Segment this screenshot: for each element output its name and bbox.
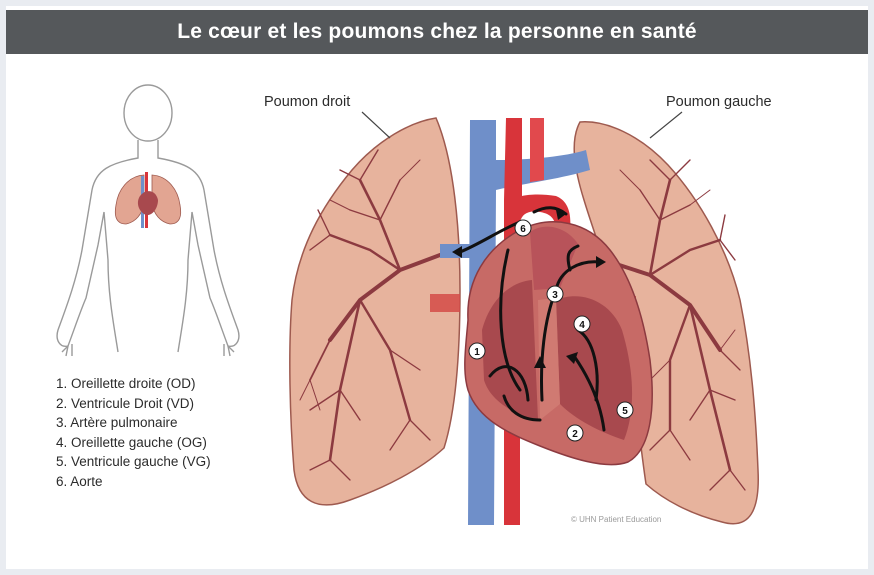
left-lung-label: Poumon gauche xyxy=(666,94,772,110)
marker-1: 1 xyxy=(469,343,485,359)
legend-item: 1. Oreillette droite (OD) xyxy=(56,374,211,394)
right-lung-label: Poumon droit xyxy=(264,94,350,110)
legend-item: 5. Ventricule gauche (VG) xyxy=(56,452,211,472)
marker-5-label: 5 xyxy=(622,406,628,417)
body-small-lungs xyxy=(115,172,180,228)
credit-text: © UHN Patient Education xyxy=(571,515,661,524)
marker-2-label: 2 xyxy=(572,429,578,440)
marker-4: 4 xyxy=(574,316,590,332)
marker-3-label: 3 xyxy=(552,290,558,301)
legend-item: 3. Artère pulmonaire xyxy=(56,413,211,433)
legend-list: 1. Oreillette droite (OD) 2. Ventricule … xyxy=(56,374,211,491)
legend-item: 4. Oreillette gauche (OG) xyxy=(56,433,211,453)
marker-6-label: 6 xyxy=(520,224,526,235)
marker-1-label: 1 xyxy=(474,347,480,358)
marker-6: 6 xyxy=(515,220,531,236)
marker-3: 3 xyxy=(547,286,563,302)
marker-2: 2 xyxy=(567,425,583,441)
legend-item: 2. Ventricule Droit (VD) xyxy=(56,394,211,414)
marker-5: 5 xyxy=(617,402,633,418)
legend-item: 6. Aorte xyxy=(56,472,211,492)
marker-4-label: 4 xyxy=(579,320,585,331)
